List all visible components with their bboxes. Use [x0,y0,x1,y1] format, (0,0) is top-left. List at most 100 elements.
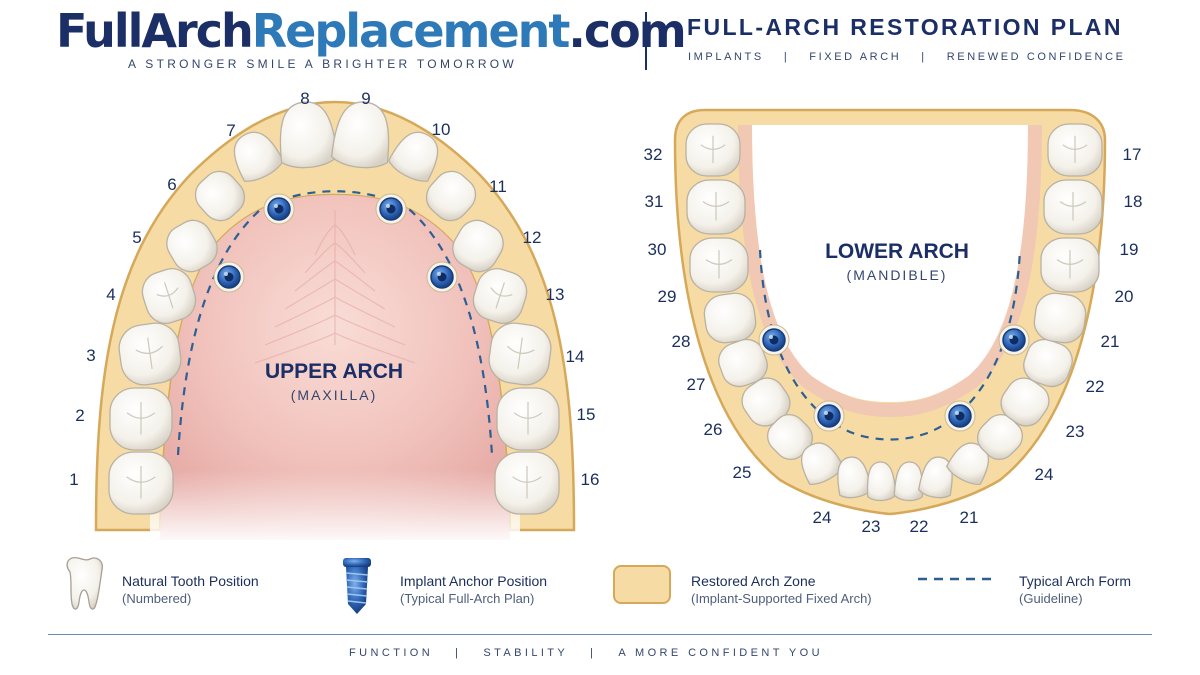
tooth-number: 9 [361,89,370,108]
tooth-number: 21 [1101,332,1120,351]
implant-anchor [375,193,407,225]
legend-title: Typical Arch Form [1019,573,1132,589]
tooth [689,237,749,293]
tooth-number: 19 [1120,240,1139,259]
tooth-icon [66,557,103,610]
footer-divider [48,634,1152,635]
tooth [1040,237,1100,293]
legend-title: Implant Anchor Position [400,573,548,589]
tooth [1000,377,1050,427]
implant-anchor [213,261,245,293]
legend-natural-tooth: Natural Tooth Position (Numbered) [122,572,259,608]
header-divider [645,12,647,70]
teeth-group [108,101,1103,515]
tooth [718,338,768,388]
tooth [686,179,746,235]
tooth [1043,179,1103,235]
logo-text-fullarch: FullArch [56,4,254,58]
tooth-number: 11 [489,177,507,196]
implant-anchor [758,324,790,356]
implant-screw-icon [343,558,371,614]
tooth-number: 13 [546,285,565,304]
tooth [108,451,174,515]
tooth-number: 31 [645,192,664,211]
tooth [837,456,873,499]
tooth-number: 22 [1086,377,1105,396]
tooth-number: 21 [960,508,979,527]
plan-subtitle: IMPLANTS|FIXED ARCH|RENEWED CONFIDENCE [688,51,1126,63]
tooth-number: 2 [75,406,84,425]
tooth [387,131,439,182]
tooth-number: 8 [300,89,309,108]
plan-sub-confidence: RENEWED CONFIDENCE [946,51,1126,63]
tooth [109,387,173,451]
tooth [488,322,552,386]
legend-desc: (Numbered) [122,591,192,606]
tooth [194,170,246,222]
lower-arch-title: LOWER ARCH [825,240,969,263]
tooth-number: 24 [1035,465,1054,484]
upper-palate [160,195,510,540]
tooth [1047,123,1103,177]
tooth-number: 26 [704,420,723,439]
upper-arch-title: UPPER ARCH [265,360,403,383]
implant-anchor [944,400,976,432]
tooth-number: 15 [577,405,596,424]
tooth [141,268,197,324]
tooth [494,451,560,515]
tooth [330,101,390,169]
tooth [685,123,741,177]
tooth-number: 17 [1123,145,1142,164]
tooth-number: 20 [1115,287,1134,306]
site-logo[interactable]: FullArchReplacement.com [56,2,687,60]
lower-arch-inner [752,125,1028,402]
tooth [425,170,477,222]
tooth [866,461,897,502]
tooth [233,131,285,182]
tooth-number: 30 [648,240,667,259]
implant-anchor [998,324,1030,356]
lower-arch-subtitle: (MANDIBLE) [847,267,948,283]
tooth [166,219,218,273]
legend-desc: (Guideline) [1019,591,1083,606]
tooth-number: 25 [733,463,752,482]
legend-desc: (Typical Full-Arch Plan) [400,591,535,606]
tooth [472,268,528,324]
legend-title: Natural Tooth Position [122,573,259,589]
implant-anchor [813,400,845,432]
tooth-number: 23 [1066,422,1085,441]
legend-desc: (Implant-Supported Fixed Arch) [691,591,872,606]
tooth-number: 5 [132,228,141,247]
tooth [279,101,339,169]
implants-group [213,193,1030,432]
footer-confidence: A MORE CONFIDENT YOU [618,647,823,659]
legend-restored-zone: Restored Arch Zone (Implant-Supported Fi… [691,572,872,608]
tooth-number: 32 [644,145,663,164]
arch-zone-swatch [613,565,671,604]
tooth-number: 3 [86,346,95,365]
tagline: A STRONGER SMILE A BRIGHTER TOMORROW [128,57,518,71]
tooth [1033,292,1087,344]
implant-anchor [426,261,458,293]
tooth-number: 16 [581,470,600,489]
tooth-number: 1 [69,470,78,489]
tooth-number: 28 [672,332,691,351]
tooth [496,387,560,451]
footer-tagline: FUNCTION|STABILITY|A MORE CONFIDENT YOU [0,647,1172,659]
tooth [118,322,182,386]
legend-title: Restored Arch Zone [691,573,816,589]
tooth-number: 14 [566,347,585,366]
tooth-number: 18 [1124,192,1143,211]
plan-sub-separator: | [783,51,790,63]
tooth-number: 29 [658,287,677,306]
tooth-number: 23 [862,517,881,536]
footer-separator: | [455,647,462,659]
tooth-number: 12 [523,228,542,247]
logo-text-domain: .com [568,4,686,58]
tooth-number: 24 [813,508,832,527]
tooth [893,461,924,502]
plan-sub-fixed-arch: FIXED ARCH [809,51,902,63]
logo-text-replacement: Replacement [251,4,571,58]
